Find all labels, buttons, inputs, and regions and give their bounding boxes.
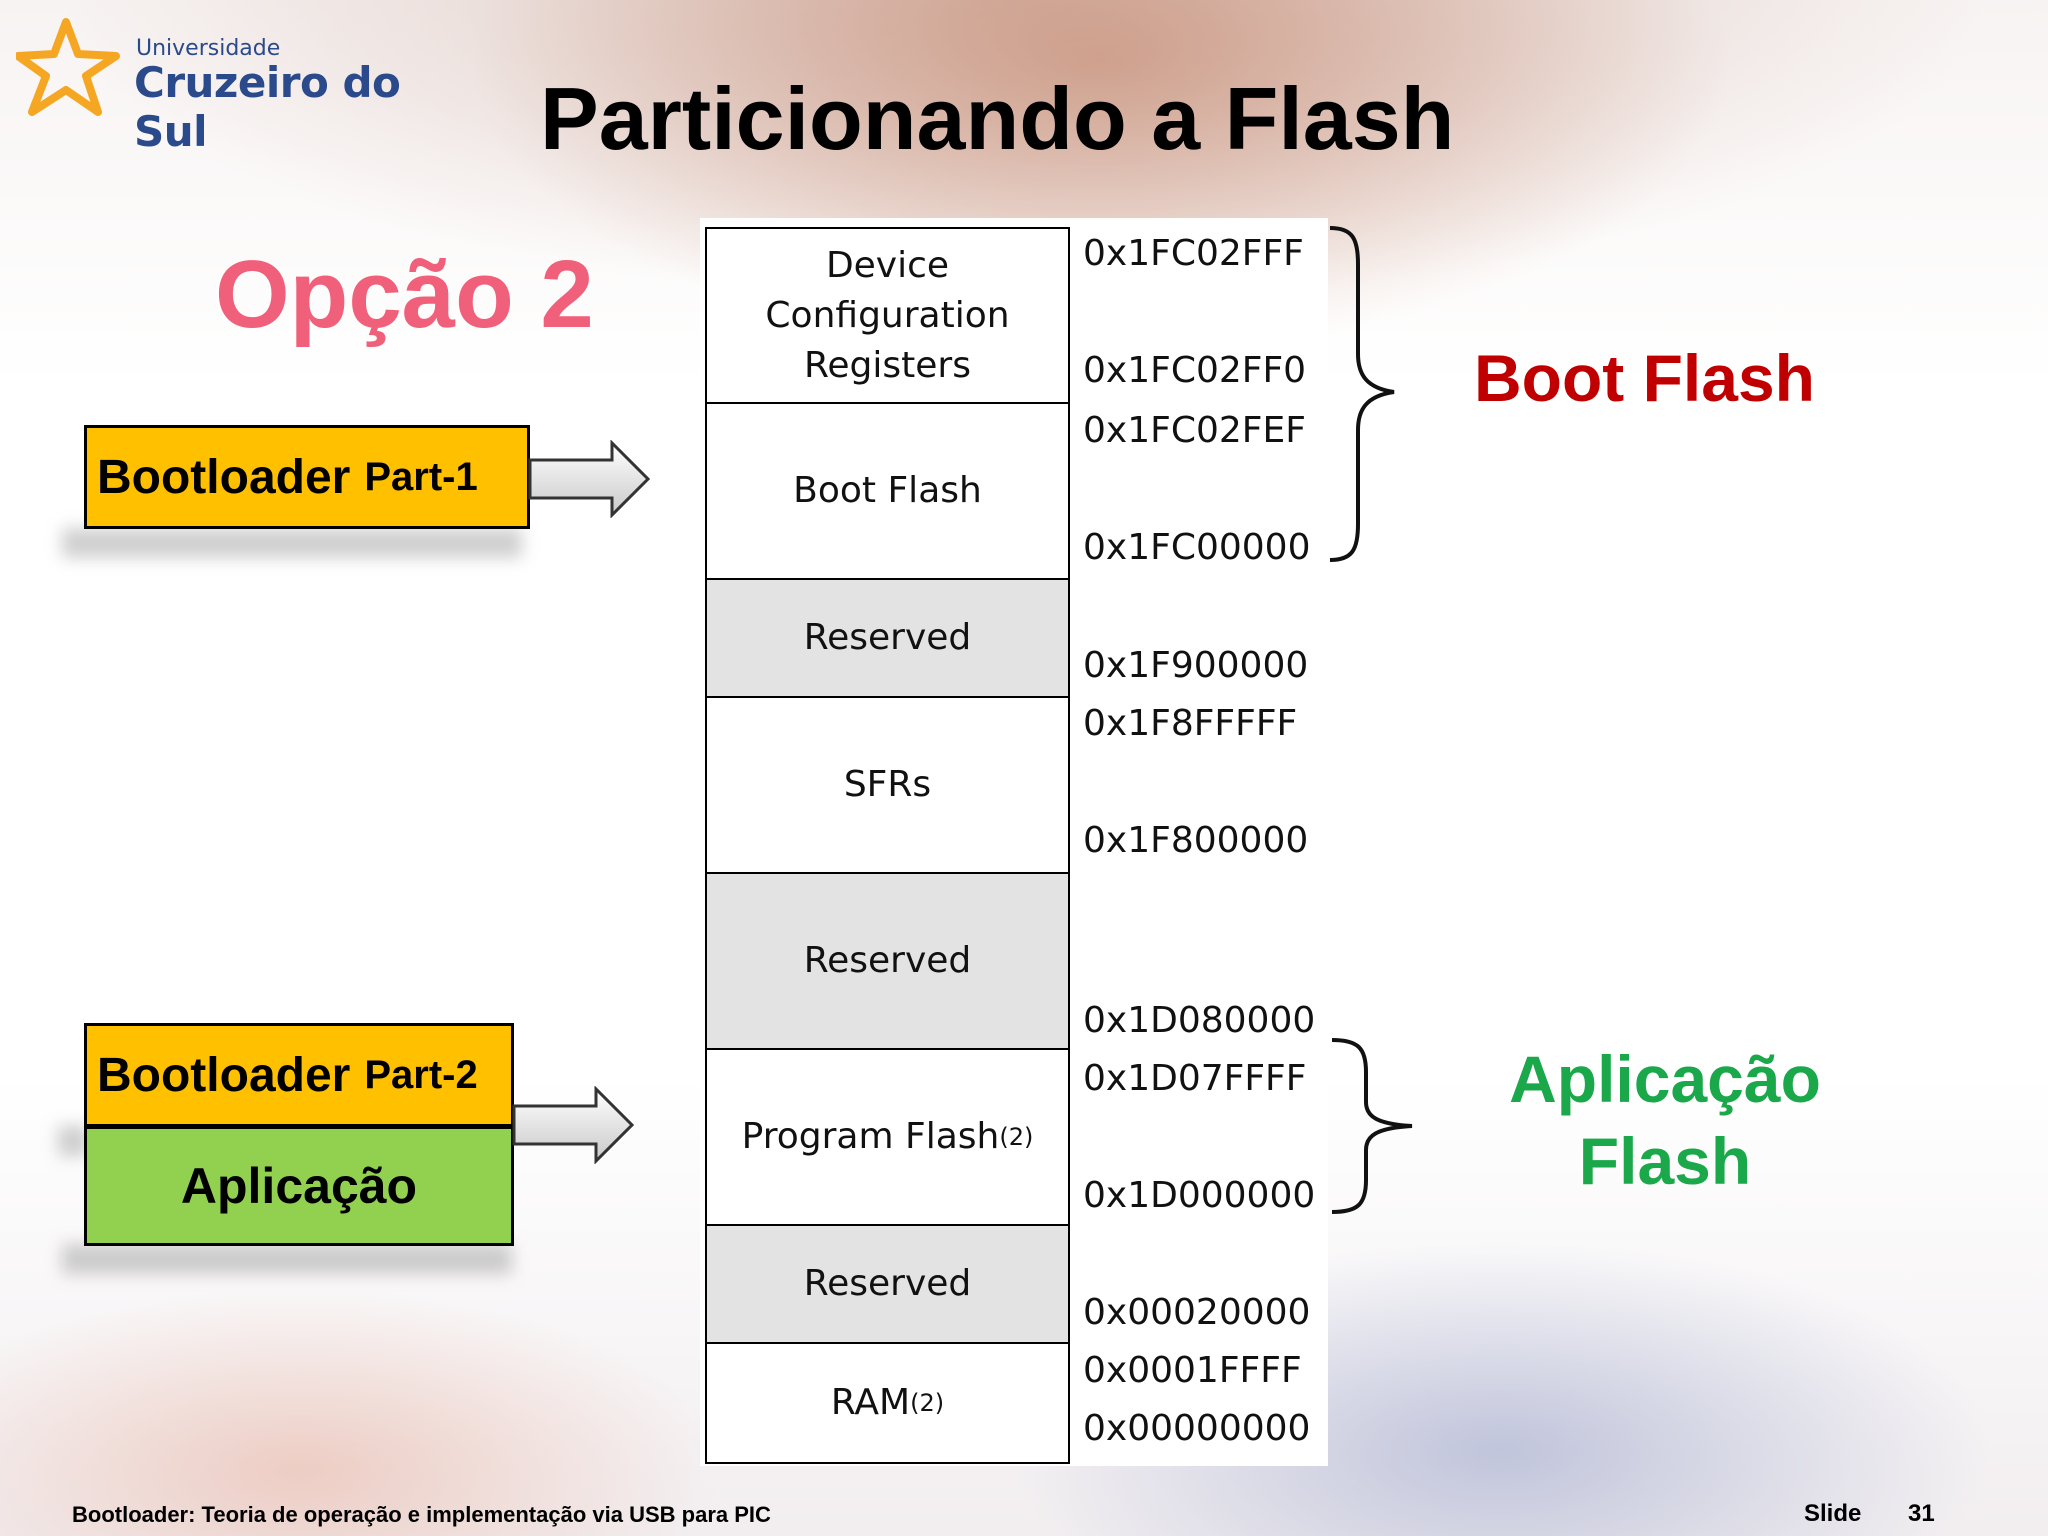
memory-region-label: Program Flash	[741, 1116, 1000, 1157]
application-flash-label: Aplicação Flash	[1480, 1038, 1850, 1202]
slide-title: Particionando a Flash	[540, 69, 1455, 168]
memory-address-label: 0x1FC02FFF	[1083, 233, 1304, 274]
bootloader-part2-main: Bootloader	[97, 1048, 351, 1102]
bootloader-part2-sub: Part-2	[364, 1052, 478, 1097]
memory-region-row: Reserved	[707, 874, 1068, 1050]
box-shadow	[62, 1244, 512, 1274]
memory-address-label: 0x1D07FFFF	[1083, 1058, 1307, 1099]
memory-region-row: Boot Flash	[707, 404, 1068, 580]
memory-region-label: RAM	[830, 1382, 911, 1423]
slide-number: 31	[1908, 1500, 1935, 1527]
memory-address-label: 0x1FC02FF0	[1083, 350, 1307, 391]
option-heading: Opção 2	[215, 241, 594, 348]
memory-address-label: 0x1D080000	[1083, 1000, 1316, 1041]
arrow-right-icon	[512, 1086, 635, 1164]
bootloader-part2-box: Bootloader Part-2	[84, 1023, 514, 1127]
memory-region-row: Program Flash(2)	[707, 1050, 1068, 1226]
arrow-right-icon	[528, 440, 651, 518]
memory-address-label: 0x1F8FFFFF	[1083, 703, 1298, 744]
application-flash-label-line1: Aplicação	[1509, 1042, 1821, 1116]
memory-address-label: 0x1F900000	[1083, 645, 1309, 686]
logo-line2: Cruzeiro do Sul	[134, 58, 401, 156]
memory-region-label: Device Configuration Registers	[765, 244, 1010, 386]
memory-address-label: 0x00020000	[1083, 1292, 1311, 1333]
bootloader-part1-sub: Part-1	[364, 454, 478, 499]
memory-region-row: SFRs	[707, 698, 1068, 874]
memory-region-row: RAM(2)	[707, 1344, 1068, 1462]
box-shadow	[62, 528, 522, 558]
boot-flash-label: Boot Flash	[1474, 341, 1815, 415]
bootloader-part1-main: Bootloader	[97, 450, 351, 504]
application-flash-label-line2: Flash	[1578, 1124, 1752, 1198]
memory-address-label: 0x00000000	[1083, 1408, 1311, 1449]
memory-address-label: 0x1D000000	[1083, 1175, 1316, 1216]
application-box: Aplicação	[84, 1126, 514, 1246]
application-flash-brace	[1331, 1038, 1413, 1214]
memory-region-row: Reserved	[707, 580, 1068, 698]
footer-text: Bootloader: Teoria de operação e impleme…	[72, 1502, 771, 1527]
memory-region-label: Boot Flash	[793, 470, 982, 511]
memory-address-label: 0x0001FFFF	[1083, 1350, 1302, 1391]
memory-region-label: Reserved	[803, 617, 972, 658]
memory-region-label: Reserved	[803, 940, 972, 981]
bootloader-part1-box: Bootloader Part-1	[84, 425, 530, 529]
boot-flash-brace	[1329, 226, 1395, 562]
logo-line1: Universidade	[136, 36, 281, 61]
memory-address-label: 0x1F800000	[1083, 820, 1309, 861]
slide-label: Slide	[1804, 1500, 1862, 1527]
memory-region-label: SFRs	[843, 764, 932, 805]
memory-region-row: Device Configuration Registers	[707, 229, 1068, 404]
memory-region-row: Reserved	[707, 1226, 1068, 1344]
university-logo: Universidade Cruzeiro do Sul	[16, 16, 436, 156]
box-shadow	[58, 1126, 88, 1156]
memory-address-label: 0x1FC00000	[1083, 527, 1311, 568]
memory-region-label: Reserved	[803, 1263, 972, 1304]
memory-address-label: 0x1FC02FEF	[1083, 410, 1306, 451]
star-logo-icon	[16, 18, 120, 116]
